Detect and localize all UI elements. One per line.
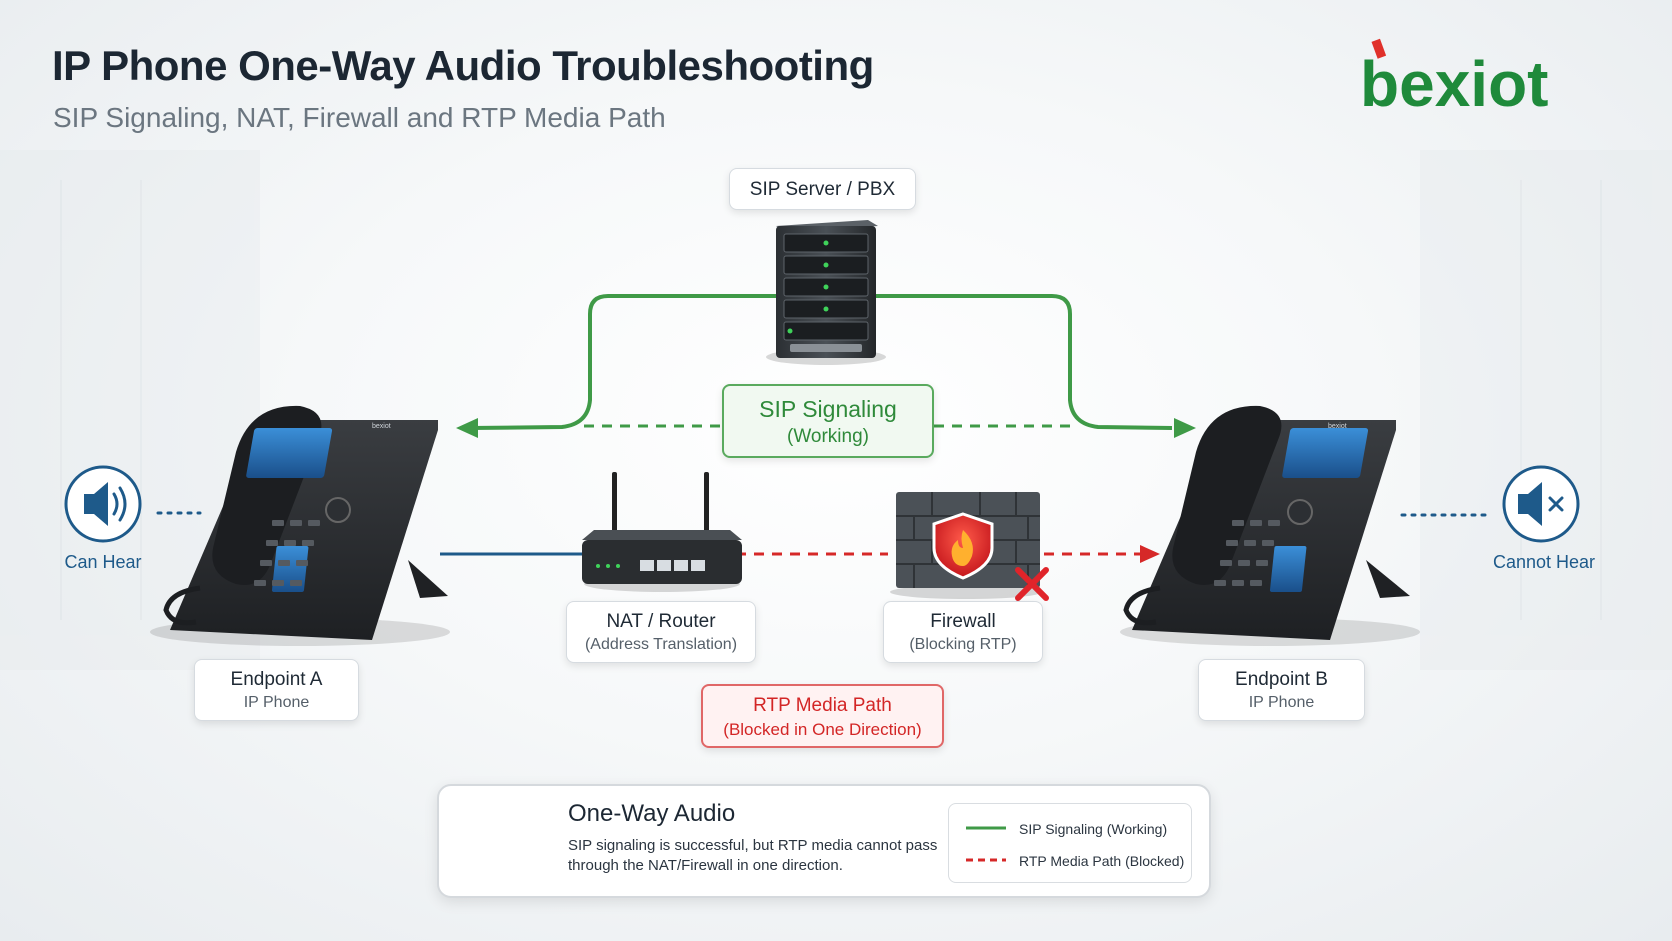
brand-logo: bexiot <box>1360 38 1548 118</box>
sip-signaling-title: SIP Signaling <box>759 396 897 422</box>
endpoint-a-label: Endpoint A IP Phone <box>194 659 359 721</box>
rtp-media-path <box>736 545 1160 563</box>
phone-a-brand: bexiot <box>372 423 391 430</box>
firewall-subtitle: (Blocking RTP) <box>909 636 1017 653</box>
can-hear-label: Can Hear <box>64 552 142 572</box>
endpoint-b-title: Endpoint B <box>1235 669 1328 690</box>
rtp-arrow-right <box>1140 545 1160 563</box>
nat-router-label: NAT / Router (Address Translation) <box>566 601 756 663</box>
nat-router-subtitle: (Address Translation) <box>584 636 738 653</box>
legend-item-sip: SIP Signaling (Working) <box>1019 821 1168 837</box>
firewall-title: Firewall <box>930 611 996 632</box>
sip-arrow-left <box>456 418 478 438</box>
rtp-media-status: (Blocked in One Direction) <box>723 720 922 739</box>
endpoint-a-subtitle: IP Phone <box>243 694 310 711</box>
endpoint-a-title: Endpoint A <box>230 669 323 690</box>
summary-description: SIP signaling is successful, but RTP med… <box>568 837 938 874</box>
server-icon <box>766 220 886 365</box>
firewall-icon <box>890 492 1042 599</box>
sip-arrow-right <box>1174 418 1196 438</box>
phone-b-icon: bexiot <box>1120 405 1420 646</box>
cannot-hear-label: Cannot Hear <box>1492 552 1596 572</box>
router-icon <box>582 472 742 592</box>
rtp-media-label: RTP Media Path (Blocked in One Direction… <box>701 684 944 748</box>
sip-server-label-text: SIP Server / PBX <box>749 179 896 200</box>
summary-title: One-Way Audio <box>568 800 736 827</box>
sip-signaling-label: SIP Signaling (Working) <box>722 384 934 458</box>
rtp-media-title: RTP Media Path <box>753 695 892 716</box>
sip-signaling-status: (Working) <box>787 426 869 447</box>
nat-router-title: NAT / Router <box>606 611 716 632</box>
page-subtitle: SIP Signaling, NAT, Firewall and RTP Med… <box>53 102 666 133</box>
speaker-muted-icon <box>1502 465 1580 543</box>
blocked-x-icon <box>1015 567 1049 601</box>
speaker-on-icon <box>64 465 142 543</box>
background-office <box>0 150 1672 670</box>
phone-a-icon: bexiot <box>150 405 450 646</box>
firewall-label: Firewall (Blocking RTP) <box>883 601 1043 663</box>
phone-b-brand: bexiot <box>1328 423 1347 430</box>
sip-server-label: SIP Server / PBX <box>729 168 916 210</box>
endpoint-b-subtitle: IP Phone <box>1248 694 1315 711</box>
sip-signaling-path <box>456 294 1196 438</box>
logo-text: bexiot <box>1360 48 1548 118</box>
endpoint-b-label: Endpoint B IP Phone <box>1198 659 1365 721</box>
legend-box <box>948 803 1192 883</box>
legend-item-rtp: RTP Media Path (Blocked) <box>1019 853 1185 869</box>
legend-swatches <box>966 826 1006 862</box>
page-title: IP Phone One-Way Audio Troubleshooting <box>52 42 874 89</box>
